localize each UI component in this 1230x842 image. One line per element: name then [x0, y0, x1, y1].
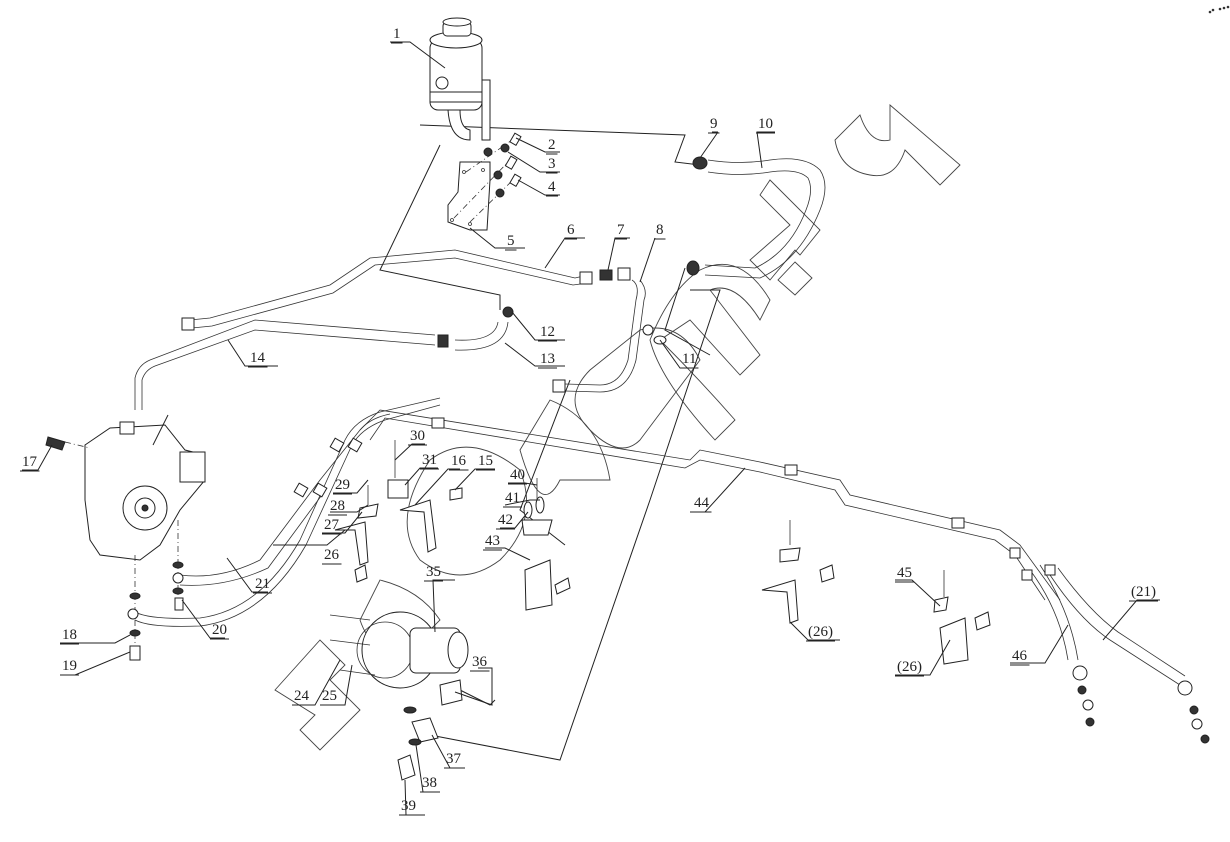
callout-8: 8: [656, 222, 664, 238]
watermark-letter-r: [749, 179, 821, 281]
callout-29: 29: [335, 477, 350, 493]
hoses-20-21: [127, 397, 441, 661]
bracket-assembly: [447, 132, 522, 231]
callout-13: 13: [540, 351, 555, 367]
callout-14: 14: [250, 350, 266, 366]
callout-41: 41: [505, 490, 520, 506]
watermark-letter-u: [834, 104, 961, 186]
callout-28: 28: [330, 498, 345, 514]
callout-20: 20: [212, 622, 227, 638]
callout-17: 17: [22, 454, 38, 470]
brackets-middle: [334, 440, 991, 665]
watermark-letter-k: [519, 399, 611, 495]
power-steering-pump: [329, 611, 469, 781]
callout-26: 26: [324, 547, 340, 563]
watermark-letter-z: [274, 639, 361, 751]
callout-46: 46: [1012, 648, 1028, 664]
reservoir: [429, 17, 491, 141]
callout-43: 43: [485, 533, 500, 549]
callout-12: 12: [540, 324, 555, 340]
callout-15: 15: [478, 453, 493, 469]
fitting-7: [599, 267, 631, 281]
callout-38: 38: [422, 775, 437, 791]
callout-7: 7: [617, 222, 625, 238]
pipe-44: [359, 409, 1061, 601]
hose-8: [552, 279, 646, 393]
callout-27: 27: [324, 517, 340, 533]
group-lines: [379, 124, 721, 761]
watermark-letter-m: [649, 263, 771, 441]
callout-36: 36: [472, 654, 488, 670]
callout-25: 25: [322, 688, 337, 704]
callout-11: 11: [682, 351, 696, 367]
callout-1: 1: [393, 26, 401, 42]
callout-45: 45: [897, 565, 912, 581]
callout-37: 37: [446, 751, 462, 767]
callout-26-ref-b: (26): [897, 659, 922, 675]
watermark-dot: [777, 261, 813, 296]
callout-6: 6: [567, 222, 575, 238]
callout-16: 16: [451, 453, 467, 469]
callout-42: 42: [498, 512, 513, 528]
callout-39: 39: [401, 798, 416, 814]
callout-35: 35: [426, 564, 441, 580]
callout-10: 10: [758, 116, 773, 132]
callout-30: 30: [410, 428, 425, 444]
watermark-letter-a: [574, 327, 701, 449]
callout-19: 19: [62, 658, 77, 674]
watermark: [274, 104, 961, 751]
callout-4: 4: [548, 179, 556, 195]
callout-26-ref-a: (26): [808, 624, 833, 640]
hoses-46-21-right: [1009, 547, 1210, 744]
pipe-14: [134, 306, 514, 410]
callout-24: 24: [294, 688, 310, 704]
steering-gear: [45, 421, 206, 650]
corner-marks: [1208, 5, 1230, 14]
callout-3: 3: [548, 156, 556, 172]
callout-21-ref: (21): [1131, 584, 1156, 600]
callout-44: 44: [694, 495, 710, 511]
callout-31: 31: [422, 452, 437, 468]
callout-5: 5: [507, 233, 515, 249]
callouts: 1 2 3 4 5 6 7 8 9 10 11 12: [20, 26, 1160, 816]
callout-40: 40: [510, 467, 525, 483]
callout-18: 18: [62, 627, 77, 643]
pipe-6: [181, 249, 593, 331]
callout-21: 21: [255, 576, 270, 592]
watermark-letter-a2: [406, 446, 528, 576]
callout-2: 2: [548, 137, 556, 153]
callout-9: 9: [710, 116, 718, 132]
hose-10: [686, 156, 826, 279]
